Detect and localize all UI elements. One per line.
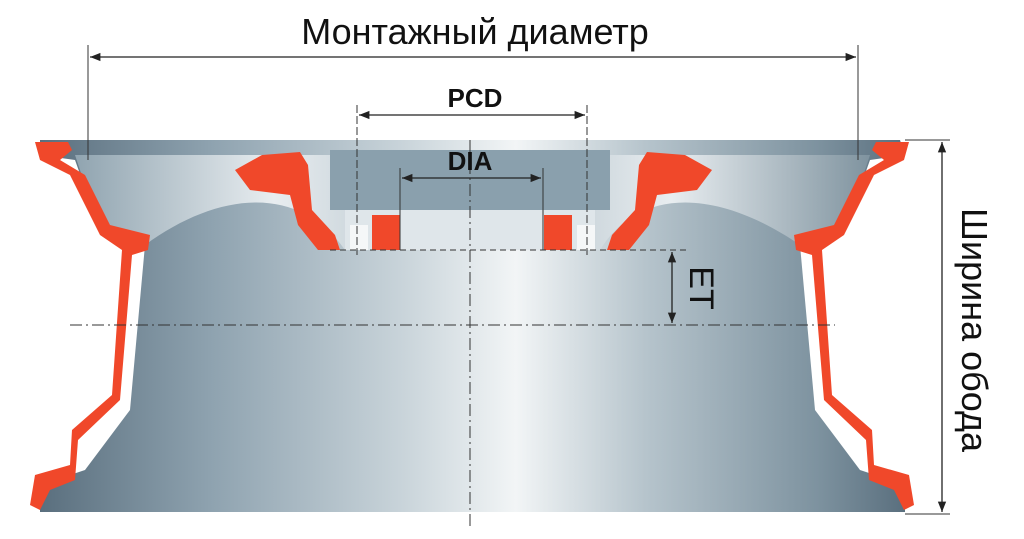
- et-label: ET: [682, 266, 720, 309]
- left-hub-section: [372, 215, 400, 250]
- right-disc-section: [607, 152, 712, 250]
- right-hub-section: [544, 215, 572, 250]
- rim-width-label: Ширина обода: [954, 208, 995, 453]
- rim-barrel: [40, 140, 905, 512]
- pcd-label: PCD: [448, 83, 503, 113]
- right-bolt-hole: [577, 225, 595, 250]
- left-bolt-hole: [350, 225, 368, 250]
- mounting-diameter-label: Монтажный диаметр: [301, 11, 649, 52]
- left-rim-section: [30, 142, 150, 510]
- left-disc-section: [235, 152, 340, 250]
- right-rim-section: [794, 142, 914, 510]
- dia-label: DIA: [448, 146, 493, 176]
